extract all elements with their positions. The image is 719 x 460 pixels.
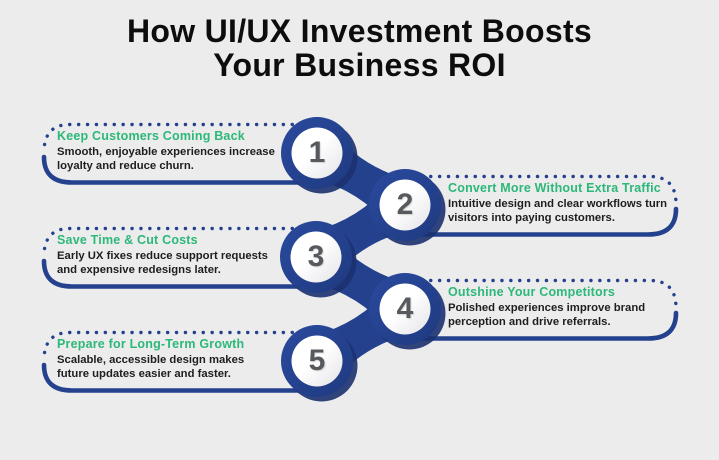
item-description: Scalable, accessible design makes future… (57, 354, 245, 380)
card-border-decoration (41, 122, 320, 185)
item-card-5: Prepare for Long-Term Growth Scalable, a… (38, 328, 320, 395)
item-heading: Keep Customers Coming Back (57, 129, 245, 143)
item-description: Polished experiences improve brand perce… (448, 302, 646, 328)
card-border-decoration (41, 330, 320, 393)
step-number-4: 4 (396, 292, 414, 325)
step-number-3: 3 (307, 240, 325, 273)
step-number-5: 5 (308, 344, 326, 377)
item-description: Early UX fixes reduce support requests a… (57, 250, 268, 276)
item-heading: Outshine Your Competitors (448, 285, 616, 299)
item-card-1: Keep Customers Coming Back Smooth, enjoy… (38, 120, 320, 187)
item-description: Intuitive design and clear workflows tur… (448, 198, 668, 224)
item-card-2: Convert More Without Extra Traffic Intui… (404, 172, 682, 239)
item-heading: Convert More Without Extra Traffic (448, 181, 661, 195)
card-border-decoration (404, 278, 679, 341)
item-card-3: Save Time & Cut Costs Early UX fixes red… (38, 224, 320, 291)
step-number-2: 2 (396, 188, 414, 221)
item-heading: Save Time & Cut Costs (57, 233, 198, 247)
card-border-decoration (41, 226, 320, 289)
item-heading: Prepare for Long-Term Growth (57, 337, 245, 351)
item-description: Smooth, enjoyable experiences increase l… (57, 146, 275, 172)
card-border-decoration (404, 174, 679, 237)
step-number-1: 1 (308, 136, 326, 169)
item-card-4: Outshine Your Competitors Polished exper… (404, 276, 682, 343)
page-title: How UI/UX Investment Boosts Your Busines… (126, 13, 593, 83)
